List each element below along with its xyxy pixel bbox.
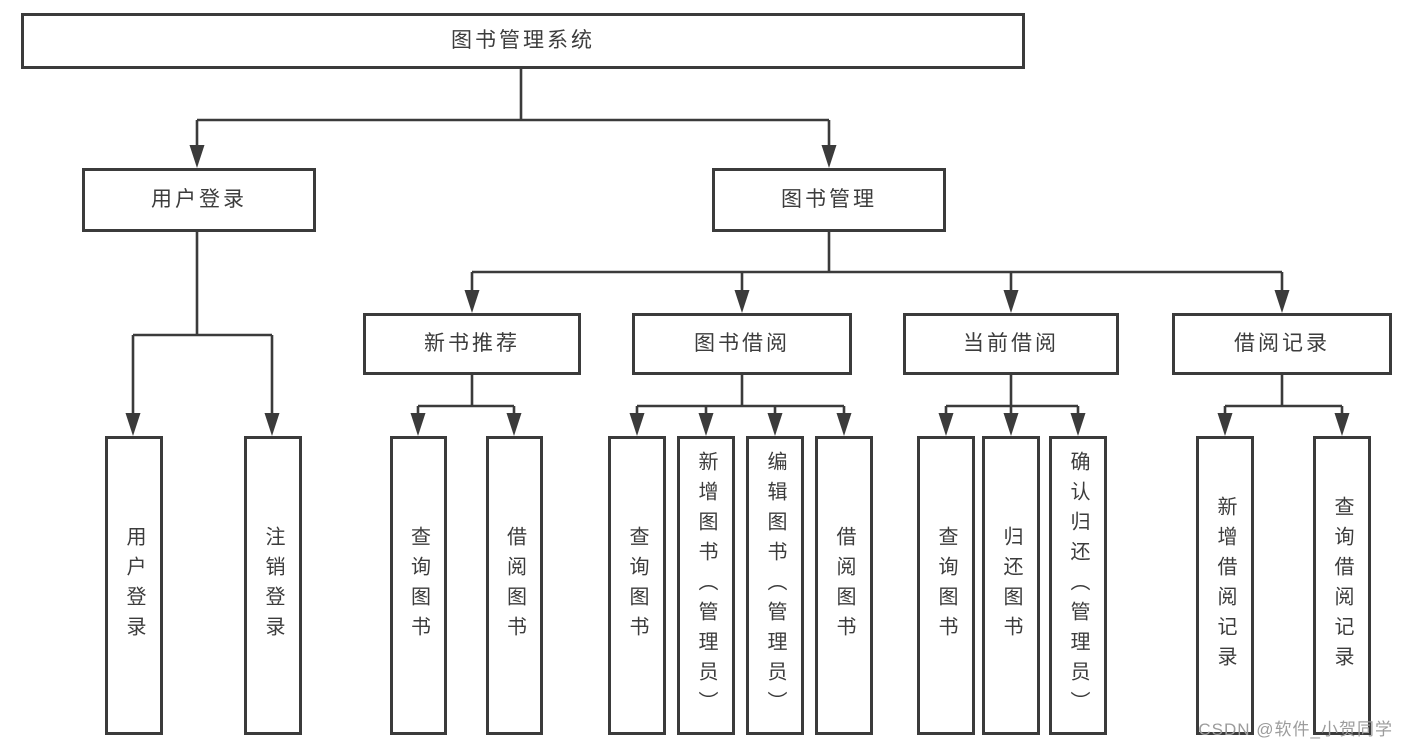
connector-userlogin-to-leaves (131, 232, 274, 416)
leaf-borrow-borrow-books: 借阅图书 (815, 436, 873, 735)
connector-current-to-leaves (944, 375, 1080, 416)
leaf-borrow-edit-books-admin: 编辑图书（管理员） (746, 436, 804, 735)
leaf-rec-query-books: 查询图书 (390, 436, 447, 735)
leaf-current-query-books: 查询图书 (917, 436, 975, 735)
leaf-records-query-borrow-record: 查询借阅记录 (1313, 436, 1371, 735)
arrowheads (125, 145, 1350, 436)
leaf-user-login: 用户登录 (105, 436, 163, 735)
leaf-logout: 注销登录 (244, 436, 302, 735)
csdn-watermark: CSDN @软件_小贺同学 (1198, 720, 1393, 739)
node-user-login: 用户登录 (82, 168, 316, 232)
node-new-book-recommendation: 新书推荐 (363, 313, 581, 375)
leaf-current-return-books: 归还图书 (982, 436, 1040, 735)
node-current-borrowing: 当前借阅 (903, 313, 1119, 375)
connector-root-to-level2 (195, 69, 831, 148)
leaf-records-add-borrow-record: 新增借阅记录 (1196, 436, 1254, 735)
node-borrowing-records: 借阅记录 (1172, 313, 1392, 375)
node-library-management-system: 图书管理系统 (21, 13, 1025, 69)
leaf-current-confirm-return-admin: 确认归还（管理员） (1049, 436, 1107, 735)
leaf-borrow-query-books: 查询图书 (608, 436, 666, 735)
connector-borrow-to-leaves (635, 375, 846, 416)
connector-newrec-to-leaves (416, 375, 516, 416)
leaf-rec-borrow-books: 借阅图书 (486, 436, 543, 735)
leaf-borrow-add-books-admin: 新增图书（管理员） (677, 436, 735, 735)
connector-records-to-leaves (1223, 375, 1344, 416)
connector-bookmgmt-to-level3 (470, 232, 1284, 293)
node-book-management: 图书管理 (712, 168, 946, 232)
node-book-borrowing: 图书借阅 (632, 313, 852, 375)
